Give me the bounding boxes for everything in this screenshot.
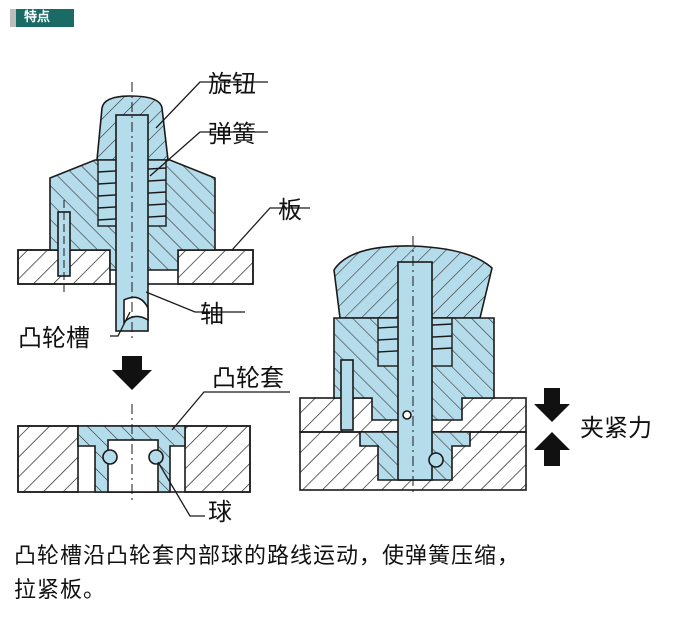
clamp-arrow-down-icon bbox=[534, 388, 570, 422]
clamp-arrow-up-icon bbox=[534, 432, 570, 466]
caption-line-1: 凸轮槽沿凸轮套内部球的路线运动，使弹簧压缩， bbox=[14, 544, 521, 569]
mechanism-diagram: 旋钮 弹簧 板 轴 凸轮槽 凸轮套 球 bbox=[17, 70, 652, 526]
feature-badge: 特点 bbox=[10, 9, 74, 27]
ball-left bbox=[102, 449, 118, 465]
label-clamp-force: 夹紧力 bbox=[580, 414, 652, 442]
label-knob: 旋钮 bbox=[208, 70, 256, 98]
label-shaft: 轴 bbox=[200, 300, 224, 328]
left-top-assembly bbox=[17, 82, 254, 338]
label-spring: 弹簧 bbox=[208, 120, 256, 148]
cam-sleeve-section bbox=[17, 404, 251, 500]
label-plate: 板 bbox=[278, 196, 302, 224]
leaders-top bbox=[110, 81, 310, 337]
label-cam-sleeve: 凸轮套 bbox=[212, 364, 284, 392]
cam-groove-left bbox=[123, 296, 149, 324]
screw-right bbox=[340, 359, 354, 431]
ball-right bbox=[148, 449, 164, 465]
label-cam-groove: 凸轮槽 bbox=[18, 324, 90, 352]
right-assembly bbox=[299, 236, 527, 496]
caption: 凸轮槽沿凸轮套内部球的路线运动，使弹簧压缩， 拉紧板。 bbox=[14, 540, 674, 608]
leaders-bottom bbox=[157, 391, 290, 517]
ball-right-assembly bbox=[428, 452, 444, 468]
caption-line-2: 拉紧板。 bbox=[14, 578, 107, 603]
label-ball: 球 bbox=[208, 498, 232, 526]
shaft-right bbox=[397, 261, 433, 481]
down-arrow-icon bbox=[112, 356, 152, 390]
